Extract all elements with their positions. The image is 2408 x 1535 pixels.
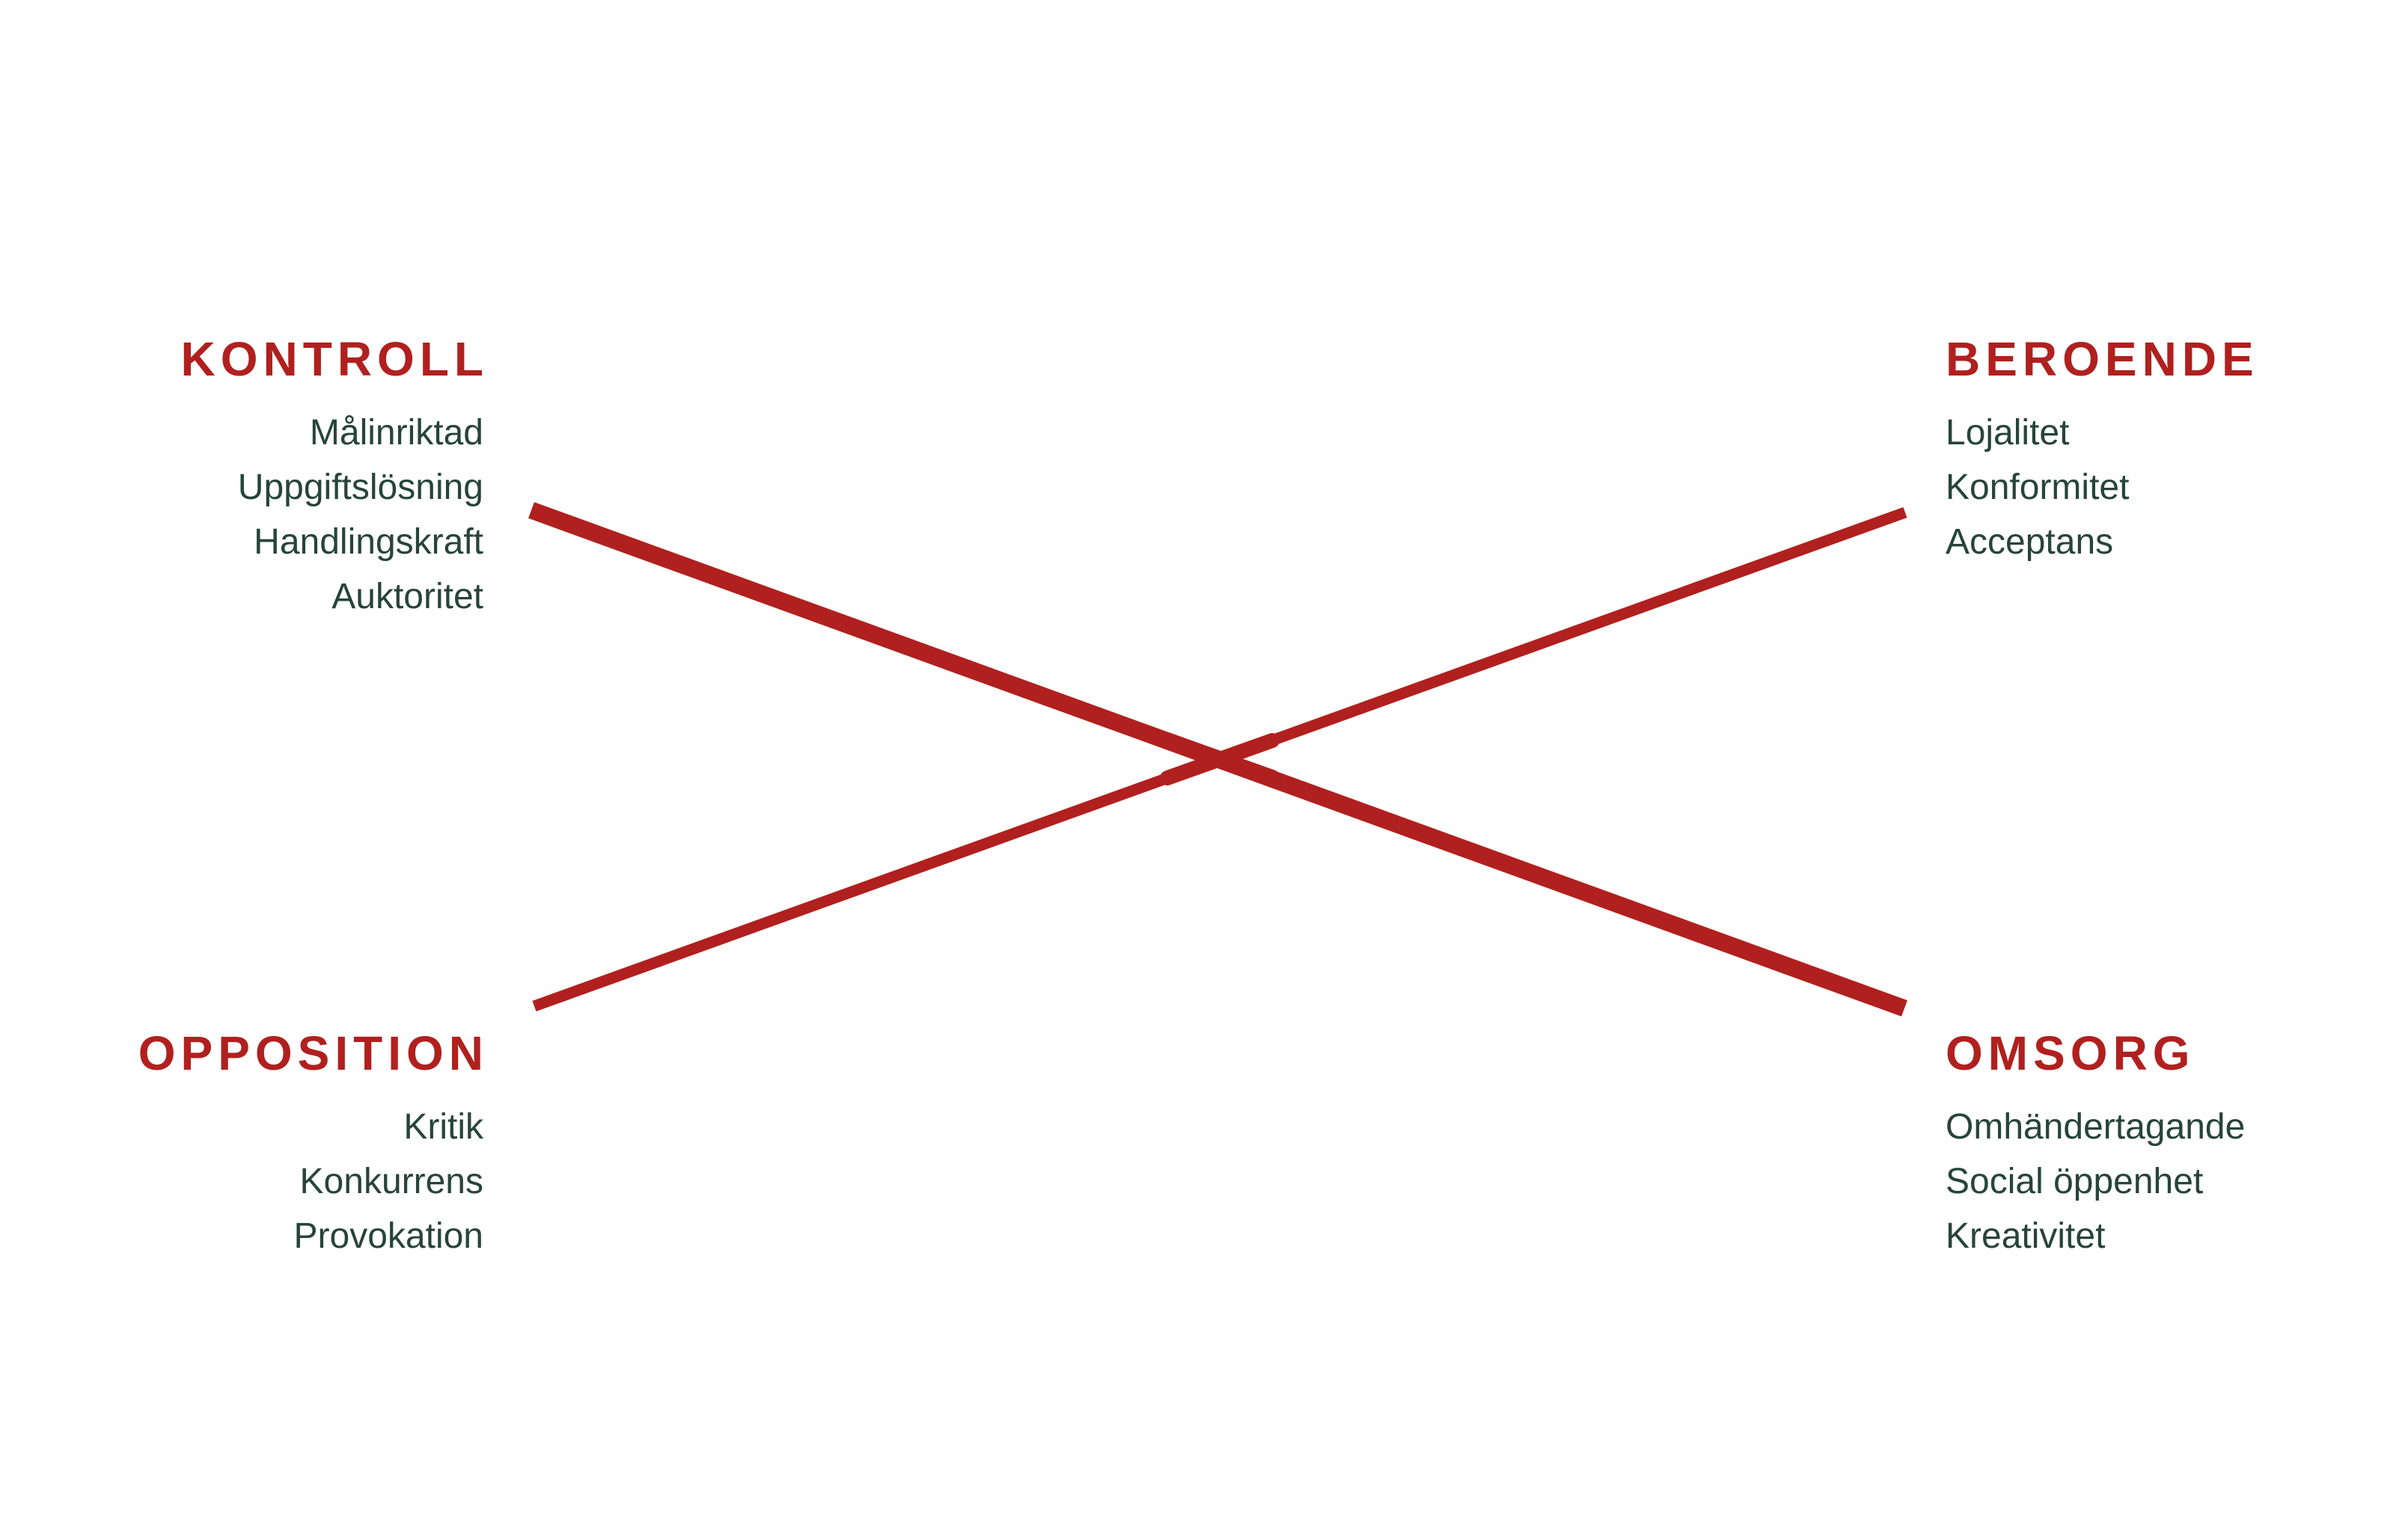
list-item: Lojalitet [1946, 413, 2070, 453]
list-item: Social öppenhet [1946, 1162, 2204, 1201]
list-item: Acceptans [1946, 522, 2114, 562]
list-item: Konkurrens [299, 1162, 483, 1201]
list-item: Kreativitet [1946, 1216, 2106, 1256]
list-item: Handlingskraft [254, 522, 483, 562]
quadrant-opposition: OPPOSITION Kritik Konkurrens Provokation [4, 1029, 483, 1263]
quadrant-title: BEROENDE [1946, 332, 2259, 386]
quadrant-title: OMSORG [1946, 1026, 2195, 1080]
quadrant-item-list: Målinriktad Uppgiftslösning Handlingskra… [4, 405, 483, 624]
list-item: Auktoritet [331, 577, 483, 616]
quadrant-title: OPPOSITION [138, 1026, 489, 1080]
list-item: Målinriktad [309, 413, 483, 453]
quadrant-item-list: Lojalitet Konformitet Acceptans [1946, 405, 2408, 569]
quadrant-kontroll: KONTROLL Målinriktad Uppgiftslösning Han… [4, 335, 484, 624]
quadrant-title: KONTROLL [180, 332, 489, 386]
list-item: Omhändertagande [1946, 1107, 2246, 1147]
quadrant-item-list: Kritik Konkurrens Provokation [4, 1100, 483, 1263]
quadrant-item-list: Omhändertagande Social öppenhet Kreativi… [1946, 1100, 2408, 1263]
list-item: Provokation [293, 1216, 483, 1256]
quadrant-omsorg: OMSORG Omhändertagande Social öppenhet K… [1946, 1029, 2408, 1263]
list-item: Uppgiftslösning [237, 468, 483, 507]
list-item: Konformitet [1946, 468, 2130, 507]
crossing-accent [1159, 732, 1280, 786]
quadrant-beroende: BEROENDE Lojalitet Konformitet Acceptans [1946, 335, 2408, 569]
list-item: Kritik [403, 1107, 483, 1147]
